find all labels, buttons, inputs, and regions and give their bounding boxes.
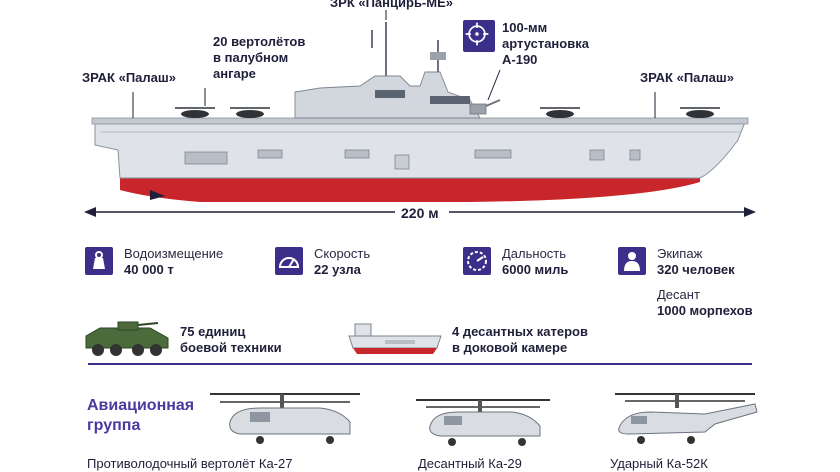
vehicles-label: 75 единиц боевой техники (180, 324, 282, 356)
stat-value: 40 000 т (124, 262, 174, 277)
stat-value: 6000 миль (502, 262, 569, 277)
aviation-title: Авиационная группа (87, 396, 194, 436)
aviation-title-line: группа (87, 417, 141, 434)
stat-name: Водоизмещение (124, 246, 224, 261)
stat-name: Скорость (314, 246, 371, 261)
label-line: 4 десантных катеров (452, 324, 588, 339)
label-line: 100-мм (502, 20, 548, 35)
landing-boat-icon (348, 323, 442, 354)
ka52k-helicopter-icon (615, 393, 758, 444)
landing-name: Десант (657, 287, 700, 302)
label-palash-left: ЗРАК «Палаш» (82, 70, 176, 85)
heli-caption: Десантный Ка-29 (418, 456, 522, 471)
range-icon (463, 247, 491, 275)
landing-value: 1000 морпехов (657, 303, 753, 318)
label-line: 75 единиц (180, 324, 246, 339)
label-palash-right: ЗРАК «Палаш» (640, 70, 734, 85)
boats-label: 4 десантных катеров в доковой камере (452, 324, 588, 356)
label-line: 20 вертолётов (213, 34, 306, 49)
label-gun: 100-мм артустановка А-190 (502, 20, 589, 68)
heli-caption: Ударный Ка-52К (610, 456, 708, 471)
stat-value: 22 узла (314, 262, 361, 277)
weight-icon (85, 247, 113, 275)
speedometer-icon (275, 247, 303, 275)
stat-name: Экипаж (657, 246, 703, 261)
ka27-helicopter-icon (210, 393, 360, 444)
section-divider (88, 363, 752, 365)
aviation-title-line: Авиационная (87, 397, 195, 414)
armored-vehicle-icon (85, 321, 169, 356)
label-helicopters-hangar: 20 вертолётов в палубном ангаре (213, 34, 305, 82)
gun-target-icon (463, 20, 495, 52)
stat-name: Дальность (502, 246, 567, 261)
label-zrk-pantsir: ЗРК «Панцирь-МЕ» (330, 0, 453, 10)
label-length: 220 м (401, 205, 439, 221)
heli-caption: Противолодочный вертолёт Ка-27 (87, 456, 293, 471)
label-line: в доковой камере (452, 340, 568, 355)
ka29-helicopter-icon (416, 399, 550, 446)
person-icon (618, 247, 646, 275)
label-line: А-190 (502, 52, 538, 67)
label-line: ангаре (213, 66, 256, 81)
label-line: боевой техники (180, 340, 282, 355)
label-line: артустановка (502, 36, 589, 51)
stat-value: 320 человек (657, 262, 735, 277)
ship-illustration (84, 10, 756, 217)
label-line: в палубном (213, 50, 289, 65)
